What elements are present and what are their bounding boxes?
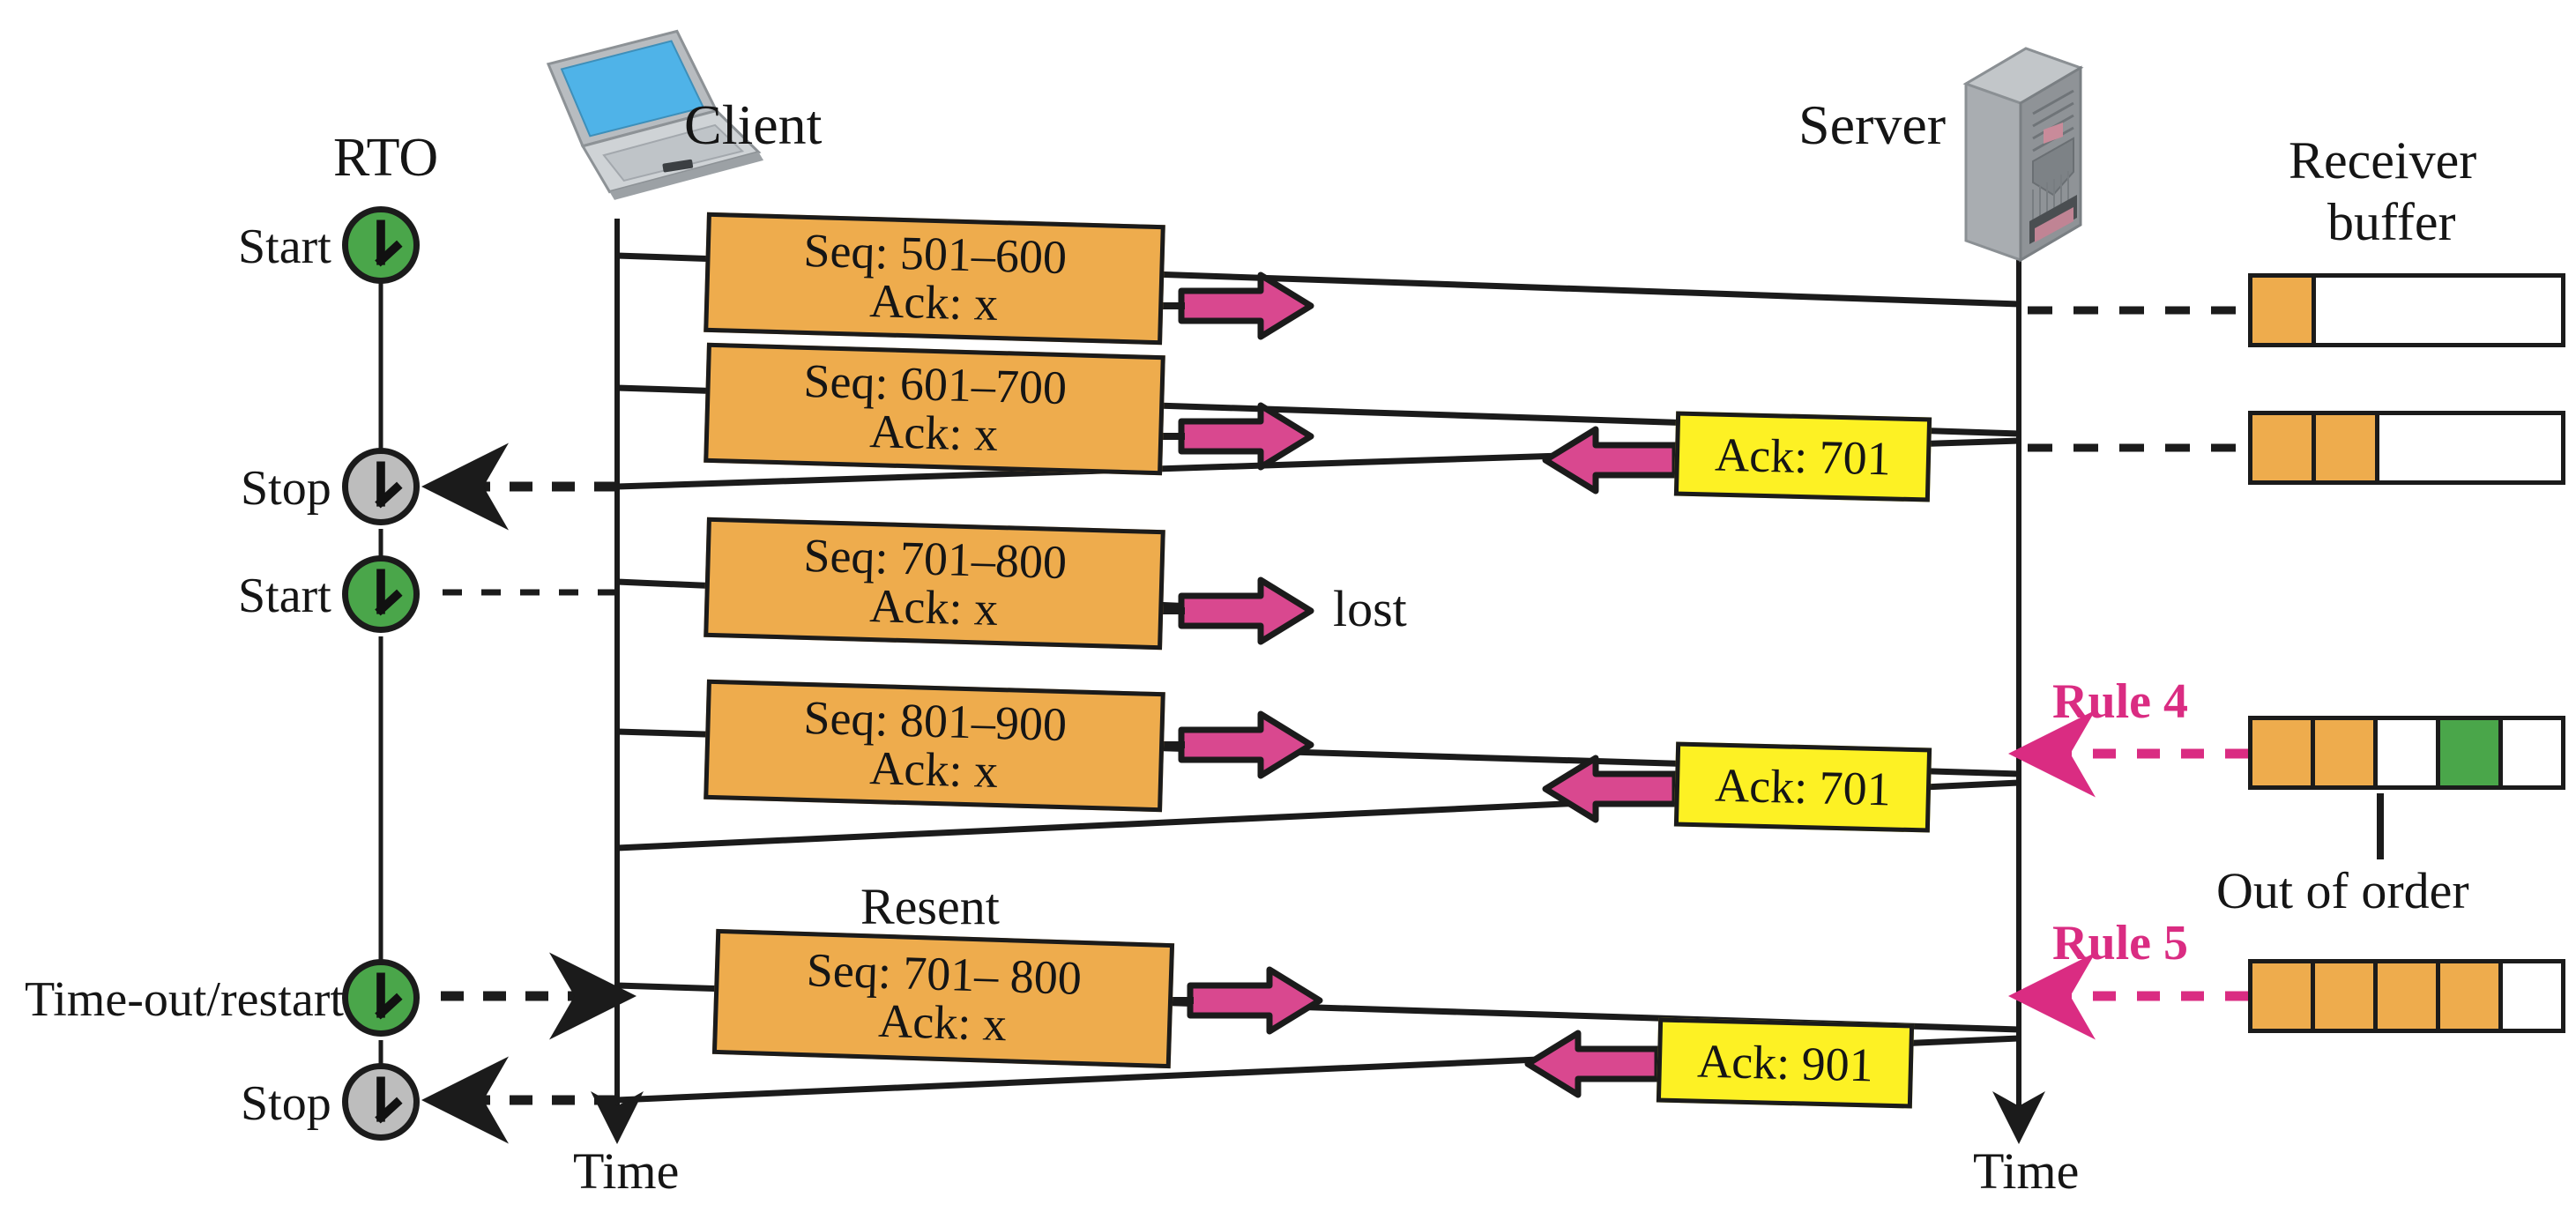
buffer-cell <box>2252 415 2316 480</box>
buffer-cell <box>2378 963 2440 1029</box>
rule-4-label: Rule 4 <box>2052 674 2188 729</box>
ack-box-2: Ack: 901 <box>1656 1017 1915 1109</box>
laptop-icon <box>546 29 764 200</box>
rto-event-label-3: Time-out/restart <box>25 972 344 1027</box>
buffer-cell <box>2252 278 2316 343</box>
segment-seq-1: Seq: 601–700 <box>802 353 1068 415</box>
rto-clock-start-2 <box>342 555 420 633</box>
rto-clock-timeout <box>342 959 420 1037</box>
segment-seq-2: Seq: 701–800 <box>802 528 1068 590</box>
segment-ack-4: Ack: x <box>877 993 1008 1052</box>
buffer-cell <box>2252 963 2315 1029</box>
segment-box-1: Seq: 601–700 Ack: x <box>704 342 1165 476</box>
rule-5-label: Rule 5 <box>2052 916 2188 970</box>
receiver-buffer-title-line2: buffer <box>2327 193 2456 251</box>
buffer-cell-out-of-order <box>2440 720 2503 785</box>
send-arrow-3-lost <box>1162 576 1314 645</box>
segment-box-0: Seq: 501–600 Ack: x <box>704 212 1165 346</box>
buffer-cell <box>2378 720 2440 785</box>
ack-box-1: Ack: 701 <box>1673 741 1932 833</box>
send-arrow-2 <box>1162 402 1314 471</box>
client-label: Client <box>684 93 823 156</box>
receiver-buffer-3 <box>2248 959 2565 1033</box>
segment-seq-4: Seq: 701– 800 <box>806 943 1083 1005</box>
server-label: Server <box>1798 93 1947 156</box>
segment-ack-3: Ack: x <box>868 740 999 799</box>
buffer-cell <box>2503 963 2561 1029</box>
ack-label-1: Ack: 701 <box>1714 758 1892 816</box>
buffer-cell <box>2315 720 2378 785</box>
segment-ack-0: Ack: x <box>868 273 999 331</box>
send-arrow-1 <box>1162 271 1314 340</box>
client-time-label: Time <box>573 1142 680 1200</box>
segment-seq-3: Seq: 801–900 <box>802 690 1068 752</box>
rto-event-label-0: Start <box>238 219 331 274</box>
rto-clock-stop-1 <box>342 448 420 525</box>
rto-clock-start-1 <box>342 206 420 284</box>
buffer-cell <box>2252 720 2315 785</box>
rto-event-label-4: Stop <box>241 1076 331 1131</box>
send-arrow-4 <box>1162 710 1314 779</box>
buffer-cell <box>2316 278 2561 343</box>
server-icon <box>1962 47 2084 263</box>
buffer-cell <box>2316 415 2379 480</box>
server-time-label: Time <box>1973 1142 2080 1200</box>
rto-event-label-1: Stop <box>241 461 331 516</box>
buffer-cell <box>2503 720 2561 785</box>
out-of-order-label: Out of order <box>2216 862 2469 919</box>
ack-label-2: Ack: 901 <box>1696 1034 1874 1092</box>
receiver-buffer-0 <box>2248 273 2565 347</box>
ack-label-0: Ack: 701 <box>1714 428 1892 486</box>
receiver-buffer-title-line1: Receiver <box>2289 131 2477 190</box>
resent-label: Resent <box>860 878 1000 935</box>
rto-event-label-2: Start <box>238 569 331 623</box>
segment-box-2: Seq: 701–800 Ack: x <box>704 517 1165 651</box>
receiver-buffer-2 <box>2248 716 2565 790</box>
segment-seq-0: Seq: 501–600 <box>802 223 1068 285</box>
lost-label: lost <box>1333 580 1407 637</box>
send-arrow-5 <box>1171 966 1323 1035</box>
ack-box-0: Ack: 701 <box>1673 411 1932 502</box>
rto-clock-stop-2 <box>342 1063 420 1141</box>
buffer-cell <box>2379 415 2561 480</box>
segment-box-3: Seq: 801–900 Ack: x <box>704 679 1165 813</box>
segment-box-4: Seq: 701– 800 Ack: x <box>711 928 1175 1069</box>
segment-ack-2: Ack: x <box>868 578 999 636</box>
buffer-cell <box>2440 963 2503 1029</box>
buffer-cell <box>2315 963 2378 1029</box>
receiver-buffer-1 <box>2248 411 2565 485</box>
rto-header: RTO <box>333 128 439 188</box>
segment-ack-1: Ack: x <box>868 404 999 462</box>
